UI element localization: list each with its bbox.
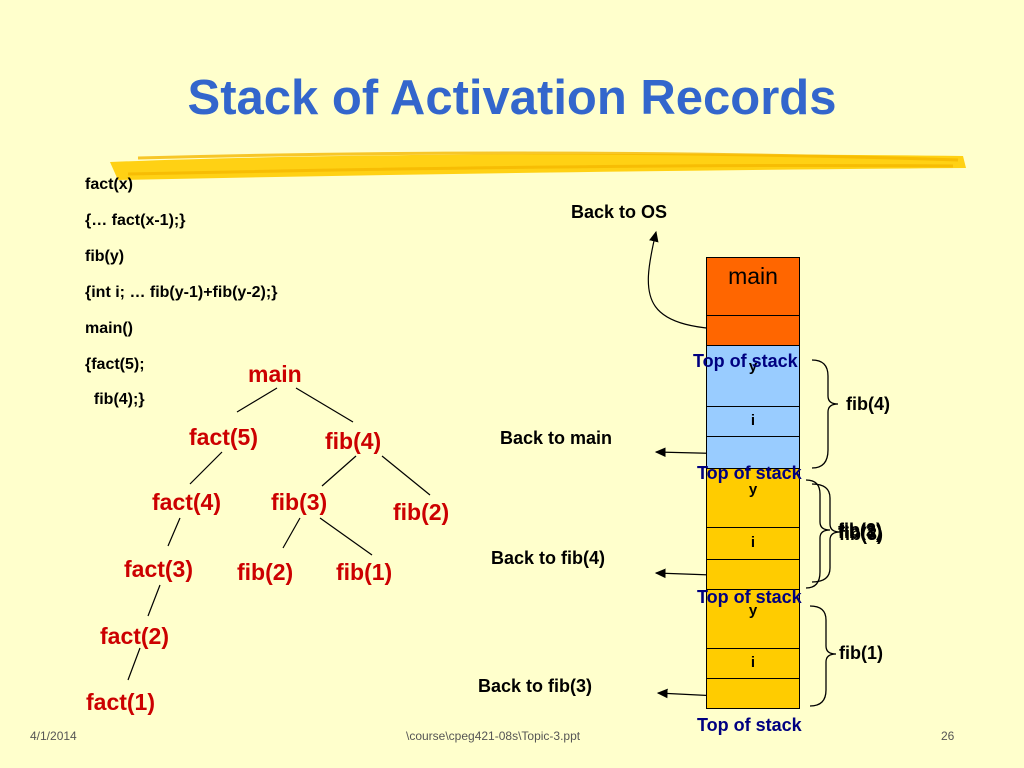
top-of-stack-label: Top of stack <box>693 351 798 371</box>
tree-node-fib2: fib(2) <box>237 559 294 585</box>
code-line: fib(4);} <box>85 391 145 408</box>
frame-label-fib3: fib(3) <box>839 524 883 544</box>
footer-date: 4/1/2014 <box>30 729 77 743</box>
return-label-fib4: Back to fib(4) <box>491 548 606 568</box>
top-of-stack-label: Top of stack <box>697 463 802 483</box>
stack-frame-main: main <box>706 257 800 316</box>
stack-cell-i: i <box>706 406 800 437</box>
top-of-stack-label: Top of stack <box>697 587 802 607</box>
tree-edge <box>295 387 354 423</box>
tree-edge <box>167 517 181 547</box>
tree-node-fact1: fact(1) <box>86 689 156 715</box>
return-address-cell <box>706 559 800 590</box>
tree-node-main: main <box>248 361 302 387</box>
tree-node-fact4: fact(4) <box>152 489 222 515</box>
code-line: fact(x) <box>85 176 134 193</box>
page-number: 26 <box>941 729 955 743</box>
tree-edge <box>127 647 141 681</box>
footer-path: \course\cpeg421-08s\Topic-3.ppt <box>406 729 581 743</box>
tree-edge <box>147 584 161 617</box>
stack-cell-y: y <box>706 468 800 528</box>
code-line: {int i; … fib(y-1)+fib(y-2);} <box>85 284 278 301</box>
return-label-main: Back to main <box>500 428 613 448</box>
tree-edge <box>189 451 223 485</box>
top-of-stack-label: Top of stack <box>697 715 802 735</box>
tree-node-fib1: fib(1) <box>336 559 393 585</box>
frame-label-fib3: fib(3) <box>838 522 882 542</box>
tree-edge <box>319 517 373 556</box>
tree-edge <box>381 455 431 496</box>
frame-label: main <box>728 263 778 289</box>
brace <box>811 483 841 583</box>
code-line: main() <box>85 320 133 337</box>
highlighter-underline <box>110 151 966 180</box>
code-line: {fact(5); <box>85 356 145 373</box>
brace <box>805 479 831 589</box>
tree-node-fact2: fact(2) <box>100 623 170 649</box>
brace <box>809 605 837 707</box>
frame-label-fib1: fib(1) <box>839 643 883 663</box>
return-address-cell <box>706 678 800 709</box>
stack-cell-i: i <box>706 648 800 679</box>
tree-node-fib4: fib(4) <box>325 428 382 454</box>
return-label-fib3: Back to fib(3) <box>478 676 593 696</box>
tree-edge <box>321 455 357 487</box>
stack-cell-y: y <box>706 345 800 407</box>
code-line: {… fact(x-1);} <box>85 212 186 229</box>
frame-label-fib2: fib(2) <box>838 520 882 540</box>
slide-title: Stack of Activation Records <box>187 71 837 125</box>
return-label-os: Back to OS <box>571 202 668 222</box>
tree-node-fib2: fib(2) <box>393 499 450 525</box>
tree-edge <box>236 387 278 413</box>
return-address-cell <box>706 315 800 346</box>
tree-edge <box>282 517 301 549</box>
tree-node-fib3: fib(3) <box>271 489 328 515</box>
frame-label-fib4: fib(4) <box>846 394 890 414</box>
tree-node-fact3: fact(3) <box>124 556 194 582</box>
tree-node-fact5: fact(5) <box>189 424 259 450</box>
brace <box>811 359 839 469</box>
stack-cell-i: i <box>706 527 800 560</box>
code-line: fib(y) <box>85 248 125 265</box>
